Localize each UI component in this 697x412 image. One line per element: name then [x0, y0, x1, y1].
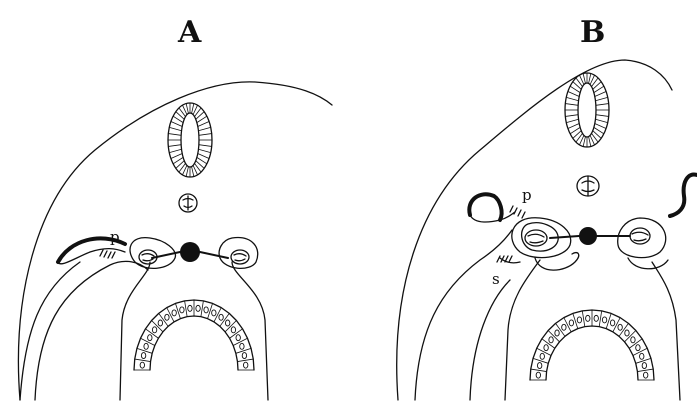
panel-b-notochord — [577, 176, 599, 196]
panel-a-neural-tube — [168, 103, 212, 177]
panel-a-gut-outline — [120, 262, 268, 400]
panel-a-gut-epithelium — [134, 300, 254, 370]
panel-b-p-label: p — [522, 186, 532, 204]
panel-b-gut-epithelium — [530, 310, 654, 380]
panel-b-left-glomerulus — [525, 230, 547, 246]
panel-b-neural-tube — [565, 73, 609, 147]
panel-b-p-hatching — [510, 206, 525, 218]
panel-b-pronephros-tubule — [469, 194, 501, 220]
panel-b-right-tubule — [670, 174, 697, 216]
panel-b-right-glomerulus — [630, 228, 650, 244]
panel-a-body-outline — [18, 82, 332, 400]
panel-a-notochord — [179, 194, 197, 212]
panel-a-p-label: p — [110, 228, 120, 246]
panel-a-letter: A — [177, 15, 202, 50]
panel-a-aorta — [152, 242, 228, 262]
panel-b-s-label: s — [492, 270, 500, 288]
panel-b-letter: B — [580, 15, 605, 50]
panel-a-inner-wall — [35, 261, 148, 400]
panel-b-right-fold — [618, 218, 666, 258]
panel-a-p-hatching — [100, 250, 115, 258]
panel-a-right-glomerulus — [231, 250, 249, 264]
panel-a: A p — [18, 15, 332, 400]
panel-b: B — [397, 15, 697, 400]
